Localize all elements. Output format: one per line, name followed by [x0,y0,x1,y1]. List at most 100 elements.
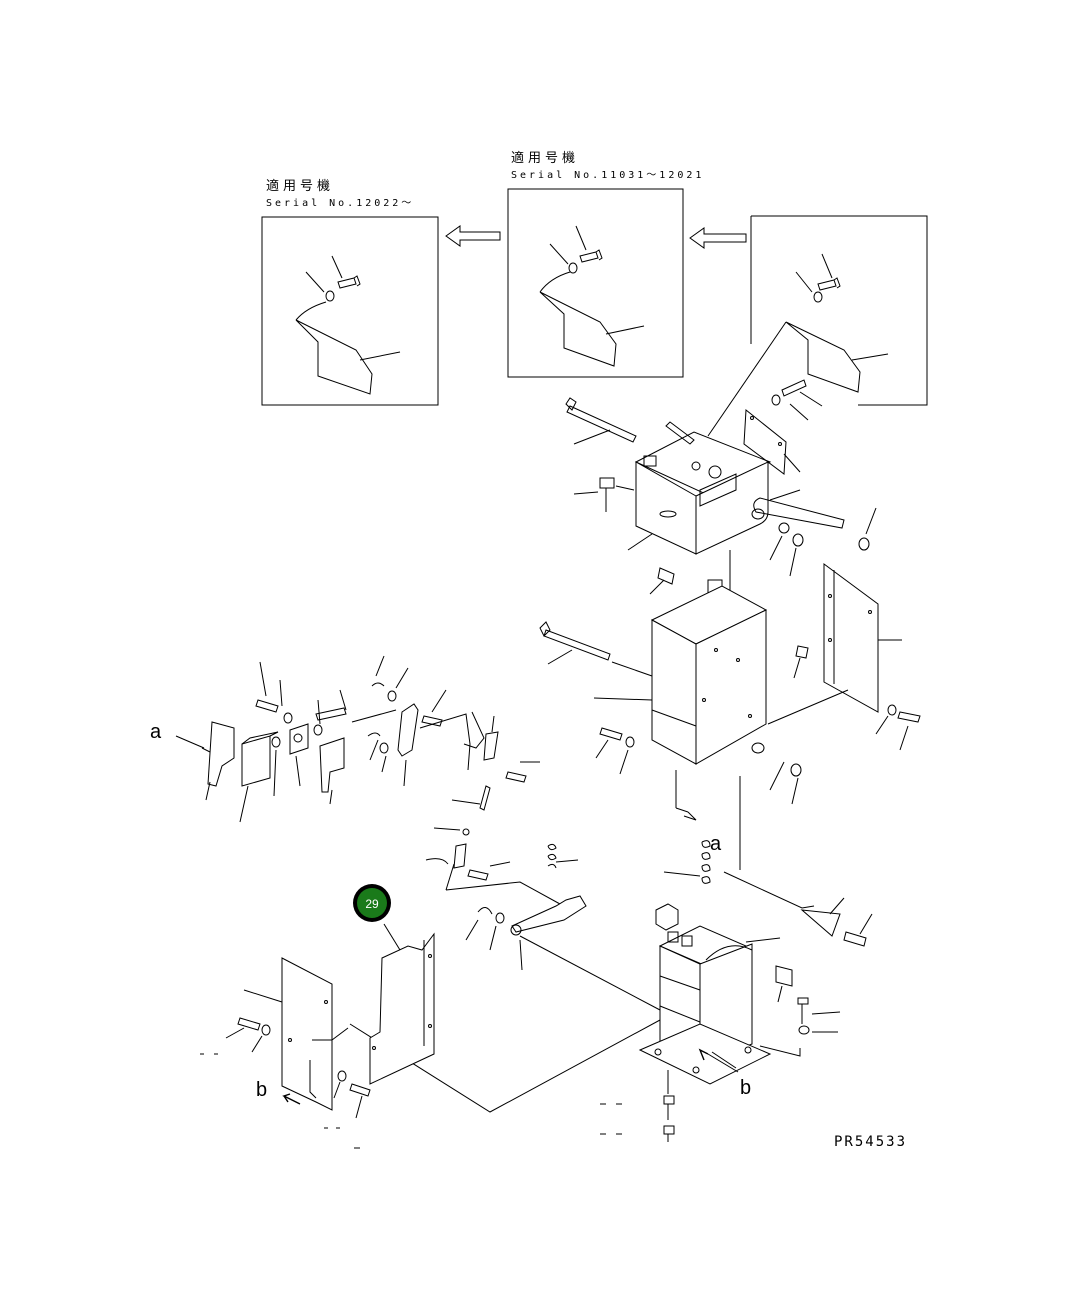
inset-panel-current [707,215,928,437]
clevis-part [483,731,499,761]
nut-part [462,828,470,836]
inset-panel-serial-11031-12021: 適用号機 Serial No.11031〜12021 [507,150,704,378]
washer-part [798,1025,810,1035]
clip-part [477,907,493,915]
block-part [241,735,271,787]
marker-b-right: b [740,1077,751,1099]
pin-part [599,477,615,512]
nut-part [792,533,804,547]
washer-part [568,262,578,274]
bolt-part [781,379,807,397]
bolt-part [505,771,527,783]
direction-arrow [445,225,501,247]
bracket-part [800,909,841,937]
lever-part [397,703,419,757]
cover-plate-part [785,321,861,393]
marker-a-left: a [150,721,162,743]
left-linkage-assembly: a [150,655,561,905]
upper-housing-assembly [565,379,877,577]
washer-part [337,1070,347,1082]
arrow-b-indicator [282,1093,301,1105]
side-panel-assembly [767,563,921,751]
bolt-part [337,275,361,289]
cover-plate-part [743,409,787,475]
bolt-part [843,931,867,947]
inset-frame [507,188,684,378]
bushing-part [795,645,809,659]
base-plate-part [638,1023,772,1085]
lower-left-panels: 29 b [200,884,435,1149]
pedal-part [511,895,587,933]
washer-part [625,736,635,748]
arrow-a-indicator [675,807,697,821]
marker-b-left: b [256,1079,267,1101]
callout-29[interactable]: 29 [353,884,391,922]
cover-panel-29-part [369,932,435,1085]
washer-part [283,712,293,724]
lower-column-assembly: b [349,776,873,1142]
inset-panel-serial-12022: 適用号機 Serial No.12022〜 [261,178,439,406]
direction-arrow [689,227,747,249]
washer-part [887,704,897,716]
bolt-part [599,727,623,741]
washer-part [325,290,335,302]
spring-part [701,840,711,884]
bushing-part [858,537,870,551]
plate-part [319,737,345,793]
pin-part [315,707,347,721]
spring-part [547,843,557,869]
inset-frame [751,215,928,406]
column-side [695,609,767,765]
inset-serial-label: Serial No.11031〜12021 [511,170,704,181]
long-bolt-part [565,397,637,443]
bolt-part [579,249,603,263]
rod-part [479,785,491,811]
washer-part [387,690,397,702]
washer-part [495,912,505,924]
upper-column-assembly: a [539,567,809,855]
bushing-part [775,965,793,987]
inset-applicable-label: 適用号機 [511,150,579,166]
washer-part [813,291,823,303]
lever-stub [665,421,695,445]
bolt-part [349,1083,371,1097]
inset-serial-label: Serial No.12022〜 [266,198,414,209]
column-front [651,619,697,765]
side-panel-part [823,563,879,713]
bushing-part [655,903,679,931]
housing-side [695,461,769,555]
bolt-part [897,711,921,723]
washer-part [771,394,781,406]
marker-a-right: a [710,833,722,855]
bolt-part [255,699,279,713]
bracket-part [207,721,235,787]
clip-part [425,858,449,865]
bushing-part [657,567,675,585]
inset-applicable-label: 適用号機 [266,178,334,194]
bolt-part [421,715,443,727]
inset-frame [261,216,439,406]
washer-part [271,736,281,748]
arrow-b-indicator [698,1048,709,1061]
nut-part [790,763,802,777]
long-bolt-part [539,621,611,661]
bolt-part [467,869,489,881]
pedal-assembly [465,843,661,1011]
clip-part [371,682,385,687]
bolt-part [663,1095,675,1120]
drawing-code: PR54533 [834,1134,907,1150]
cover-plate-part [539,291,617,367]
cover-plate-part [295,319,373,395]
washer-part [778,522,790,534]
callout-number: 29 [365,897,379,911]
shaft-part [753,497,845,529]
washer-part [379,742,389,754]
clevis-part [453,843,467,869]
washer-part [261,1024,271,1036]
washer-part [313,724,323,736]
washer-part [751,742,765,754]
bolt-part [817,277,841,291]
cover-panel-part [281,957,333,1111]
